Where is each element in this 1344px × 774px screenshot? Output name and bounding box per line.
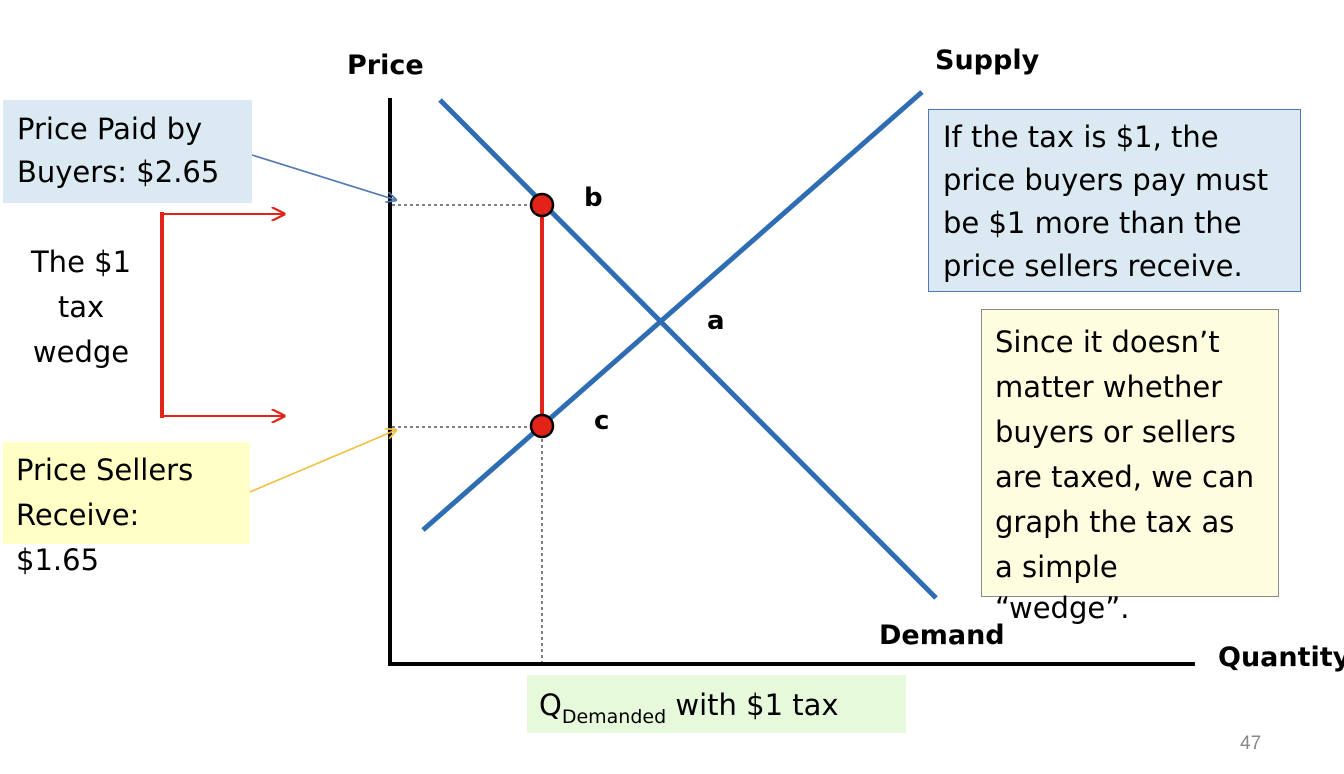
wedge-note-line2: matter whether bbox=[995, 370, 1223, 404]
buyers-price-arrow bbox=[251, 154, 396, 200]
tax-wedge-line3: wedge bbox=[32, 335, 130, 369]
supply-label: Supply bbox=[935, 45, 1040, 76]
sellers-price-line2: Receive: bbox=[16, 498, 140, 532]
buyers-price-box: Price Paid by Buyers: $2.65 bbox=[3, 100, 252, 203]
point-c-marker bbox=[529, 413, 555, 439]
point-a-label: a bbox=[707, 306, 725, 336]
tax-rule-box: If the tax is $1, the price buyers pay m… bbox=[928, 109, 1301, 292]
y-axis-label: Price bbox=[347, 50, 424, 81]
wedge-note-line4: are taxed, we can bbox=[995, 460, 1255, 494]
quantity-subscript: Demanded bbox=[561, 706, 667, 728]
sellers-price-box: Price Sellers Receive: $1.65 bbox=[3, 442, 250, 577]
quantity-box: QDemanded with $1 tax bbox=[527, 675, 906, 733]
wedge-note-line6: a simple bbox=[995, 550, 1118, 584]
buyers-price-line1: Price Paid by bbox=[17, 112, 203, 146]
tax-rule-line4: price sellers receive. bbox=[943, 249, 1243, 283]
tax-rule-line2: price buyers pay must bbox=[943, 163, 1269, 197]
quantity-suffix: with $1 tax bbox=[666, 688, 839, 722]
buyers-price-line2: Buyers: $2.65 bbox=[17, 155, 220, 189]
point-c-label: c bbox=[594, 406, 610, 436]
sellers-price-line1: Price Sellers bbox=[16, 453, 194, 487]
tax-rule-line1: If the tax is $1, the bbox=[943, 120, 1219, 154]
wedge-note-line1: Since it doesn’t bbox=[995, 325, 1220, 359]
quantity-main: Q bbox=[539, 688, 562, 722]
supply-curve bbox=[421, 90, 924, 532]
sellers-price-line3: $1.65 bbox=[16, 543, 100, 577]
point-b-marker bbox=[529, 192, 555, 218]
point-b-label: b bbox=[584, 183, 603, 213]
tax-wedge-line1: The $1 bbox=[30, 245, 132, 279]
tax-rule-line3: be $1 more than the bbox=[943, 206, 1242, 240]
tax-wedge-label: The $1 tax wedge bbox=[20, 240, 142, 375]
demand-label: Demand bbox=[879, 620, 1005, 651]
sellers-price-arrow bbox=[249, 430, 396, 493]
demand-curve bbox=[438, 98, 938, 600]
wedge-note-box: Since it doesn’t matter whether buyers o… bbox=[981, 309, 1279, 625]
x-axis-label: Quantity bbox=[1218, 642, 1344, 673]
wedge-note-line7: “wedge”. bbox=[995, 591, 1130, 625]
page-number: 47 bbox=[1240, 733, 1262, 754]
wedge-note-line3: buyers or sellers bbox=[995, 415, 1236, 449]
tax-wedge-line2: tax bbox=[57, 290, 105, 324]
wedge-note-line5: graph the tax as bbox=[995, 505, 1235, 539]
